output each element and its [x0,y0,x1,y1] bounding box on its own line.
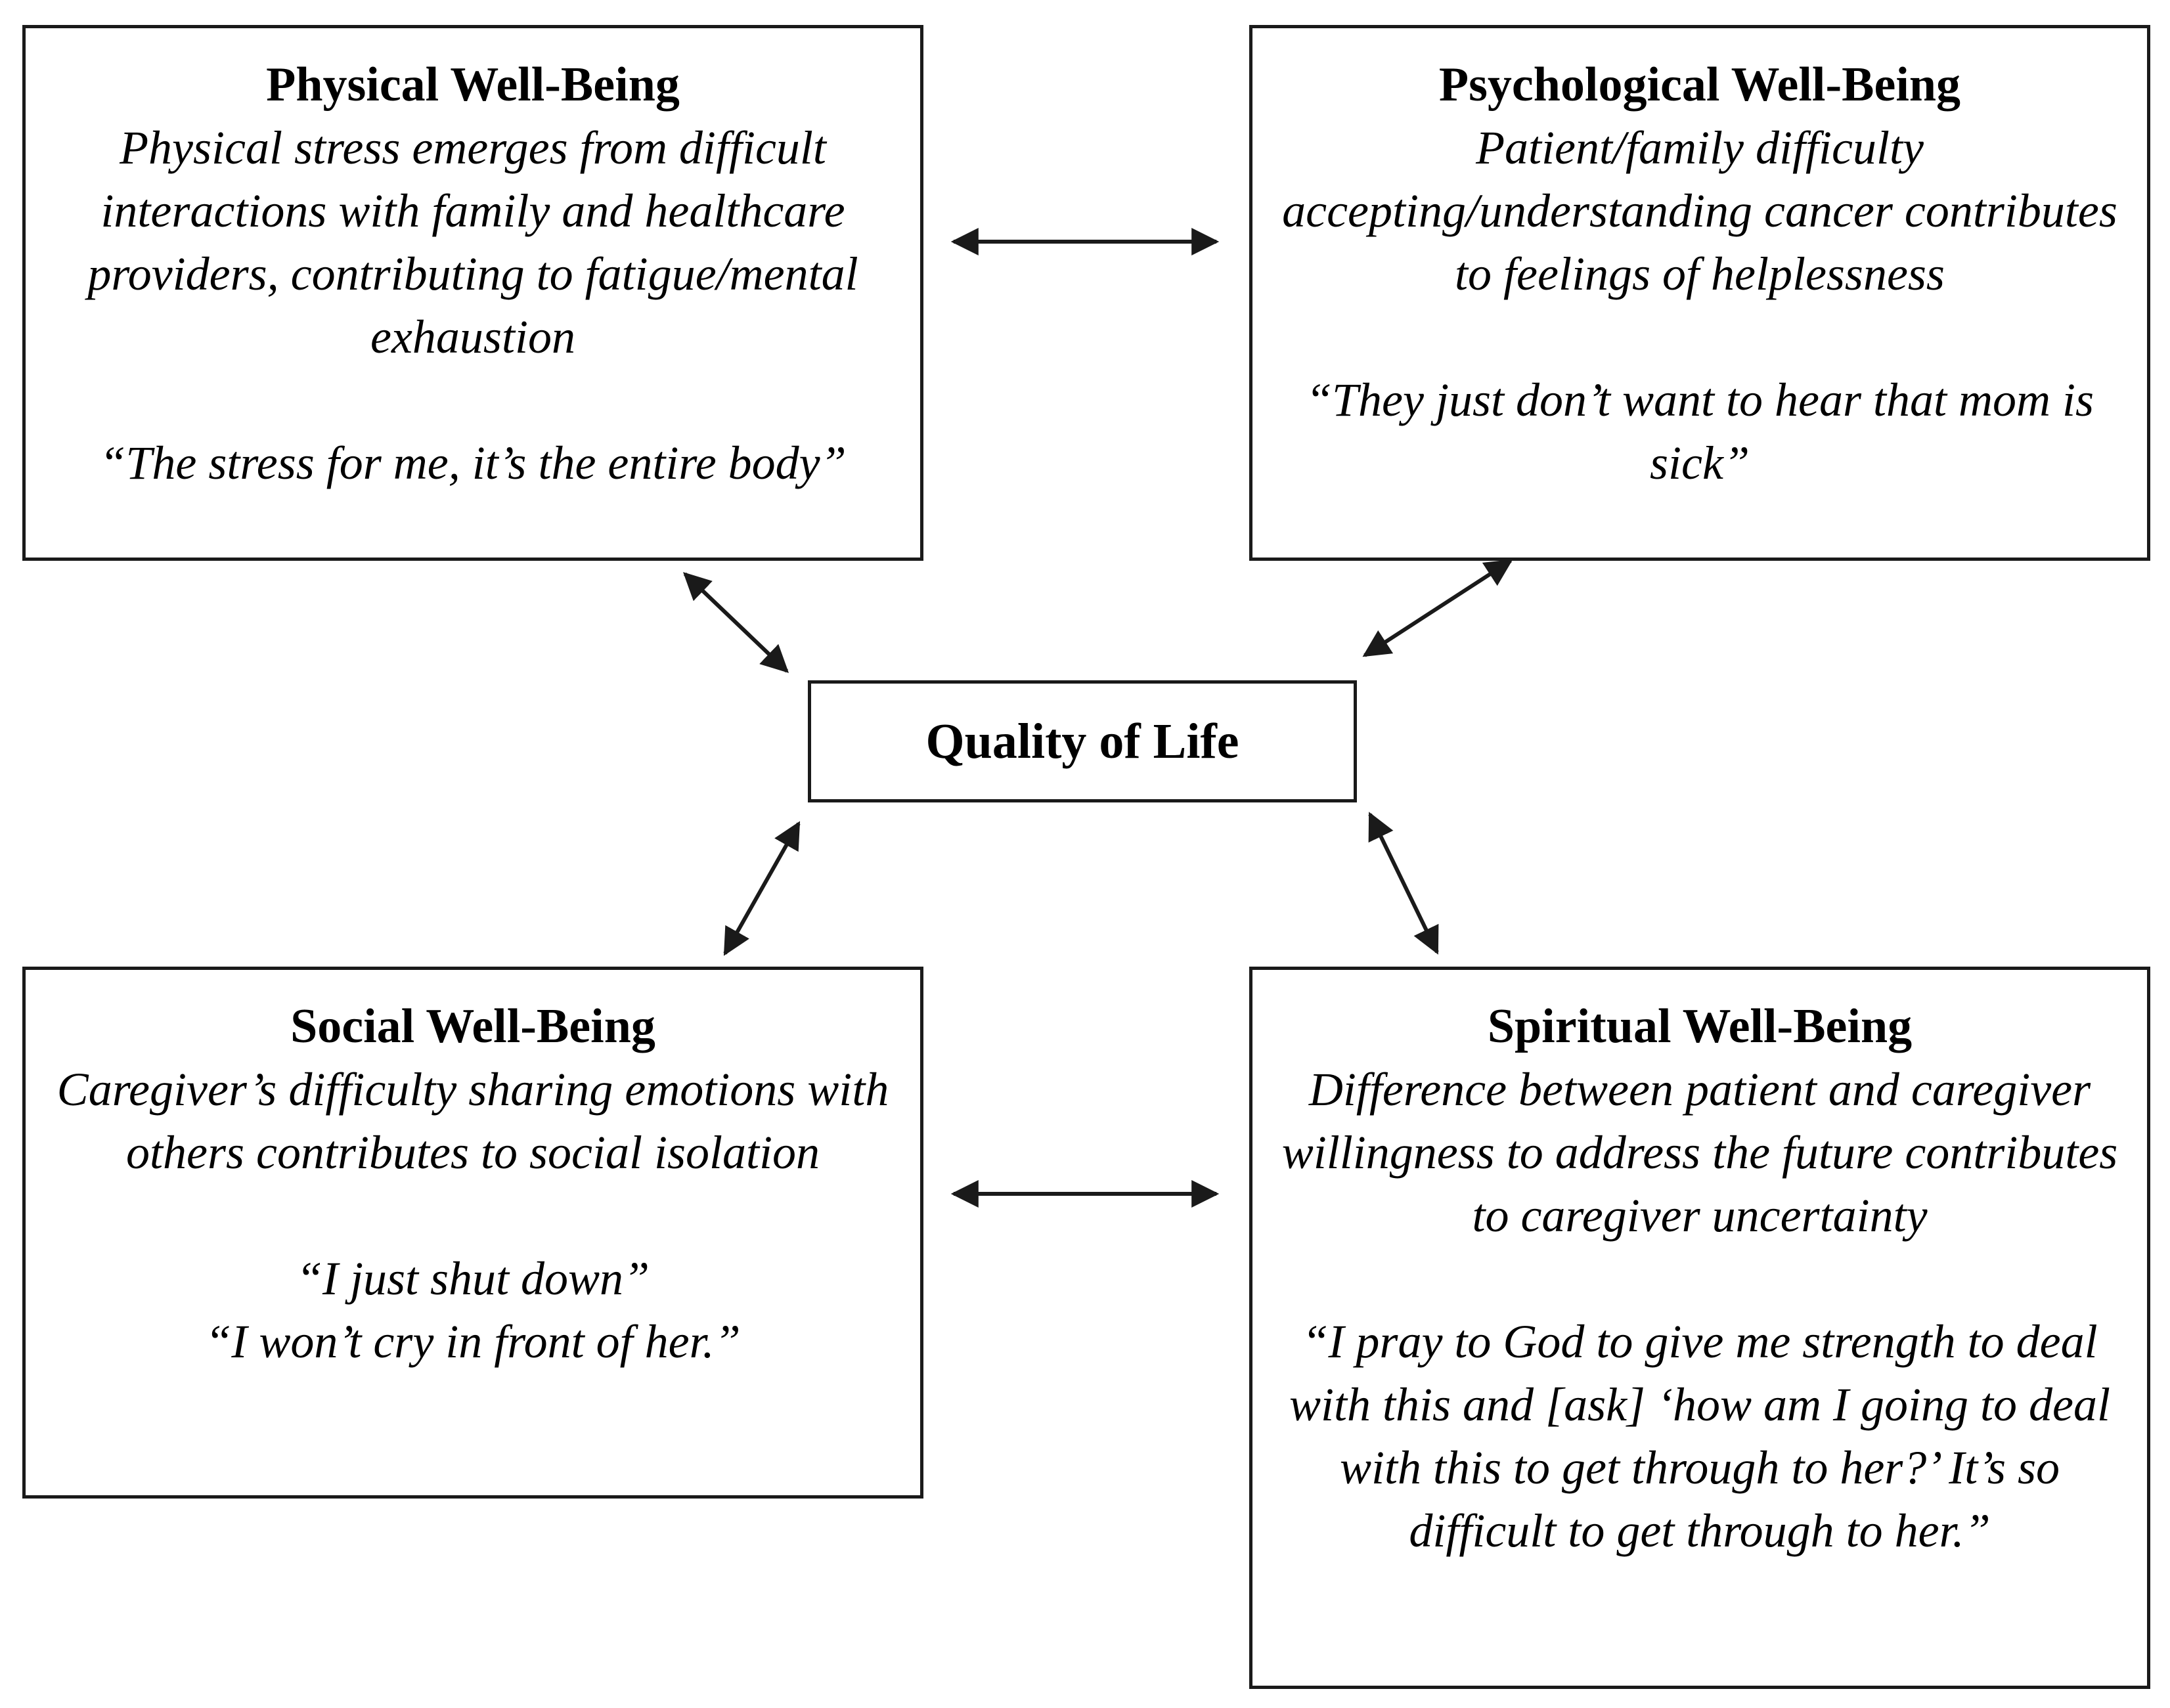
physical-quote-line: “The stress for me, it’s the entire body… [99,437,847,489]
quality-of-life-box: Quality of Life [808,680,1357,802]
spiritual-well-being-quote: “I pray to God to give me strength to de… [1272,1310,2127,1562]
spiritual-quote-line: “I pray to God to give me strength to de… [1289,1315,2110,1557]
spiritual-well-being-description: Difference between patient and caregiver… [1281,1063,2118,1242]
arrow-spiritual-qol [1368,812,1439,955]
physical-well-being-description: Physical stress emerges from difficult i… [87,121,858,363]
psychological-well-being-box: Psychological Well-Being Patient/family … [1249,25,2150,561]
arrow-physical-qol [682,572,789,673]
spiritual-well-being-title: Spiritual Well-Being [1487,999,1913,1053]
social-quote-line-2: “I won’t cry in front of her.” [205,1315,741,1368]
arrow-psychological-qol [1362,559,1513,657]
physical-well-being-title: Physical Well-Being [266,58,680,112]
psychological-quote-line: “They just don’t want to hear that mom i… [1305,374,2094,489]
spiritual-well-being-box: Spiritual Well-Being Difference between … [1249,967,2150,1689]
social-well-being-box: Social Well-Being Caregiver’s difficulty… [22,967,923,1499]
physical-well-being-box: Physical Well-Being Physical stress emer… [22,25,923,561]
quality-of-life-title: Quality of Life [925,714,1239,769]
arrow-social-qol [723,821,801,956]
social-well-being-title: Social Well-Being [290,999,655,1053]
social-well-being-quote: “I just shut down” “I won’t cry in front… [45,1247,900,1373]
social-quote-line-1: “I just shut down” [296,1252,650,1305]
physical-well-being-quote: “The stress for me, it’s the entire body… [45,431,900,494]
psychological-well-being-quote: “They just don’t want to hear that mom i… [1272,368,2127,494]
psychological-well-being-title: Psychological Well-Being [1438,58,1961,112]
psychological-well-being-description: Patient/family difficulty accepting/unde… [1282,121,2117,300]
social-well-being-description: Caregiver’s difficulty sharing emotions … [56,1063,889,1179]
